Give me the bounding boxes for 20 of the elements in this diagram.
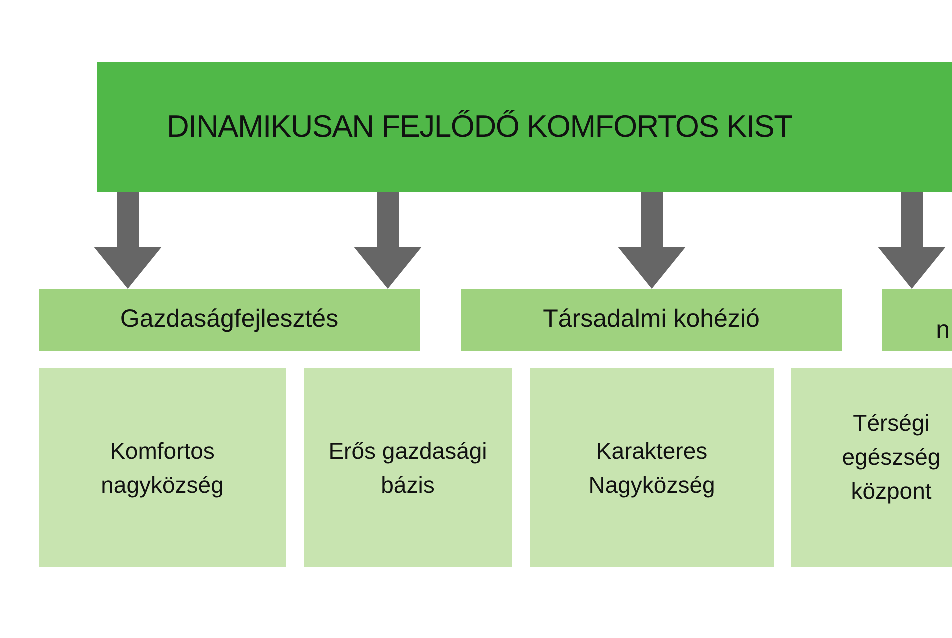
category-box	[461, 289, 842, 351]
block-arrow	[878, 192, 946, 289]
label-text: n	[936, 314, 950, 346]
label-text: Karakteres Nagyközség	[588, 436, 716, 500]
title-text: DINAMIKUSAN FEJLŐDŐ KOMFORTOS KIST	[167, 108, 792, 146]
label-text: Komfortos nagyközség	[100, 436, 225, 500]
category-box	[882, 289, 952, 351]
category-box	[39, 289, 420, 351]
block-arrow	[618, 192, 686, 289]
goal-box	[791, 368, 952, 567]
goal-box	[530, 368, 774, 567]
label-text: Térségi egészség központ	[841, 409, 942, 506]
label-text: Társadalmi kohézió	[543, 304, 760, 336]
goal-box	[39, 368, 286, 567]
title-banner	[97, 62, 952, 192]
label-text: Erős gazdasági bázis	[328, 436, 488, 500]
goal-box	[304, 368, 512, 567]
label-text: Gazdaságfejlesztés	[120, 304, 339, 336]
block-arrow	[354, 192, 422, 289]
block-arrow	[94, 192, 162, 289]
